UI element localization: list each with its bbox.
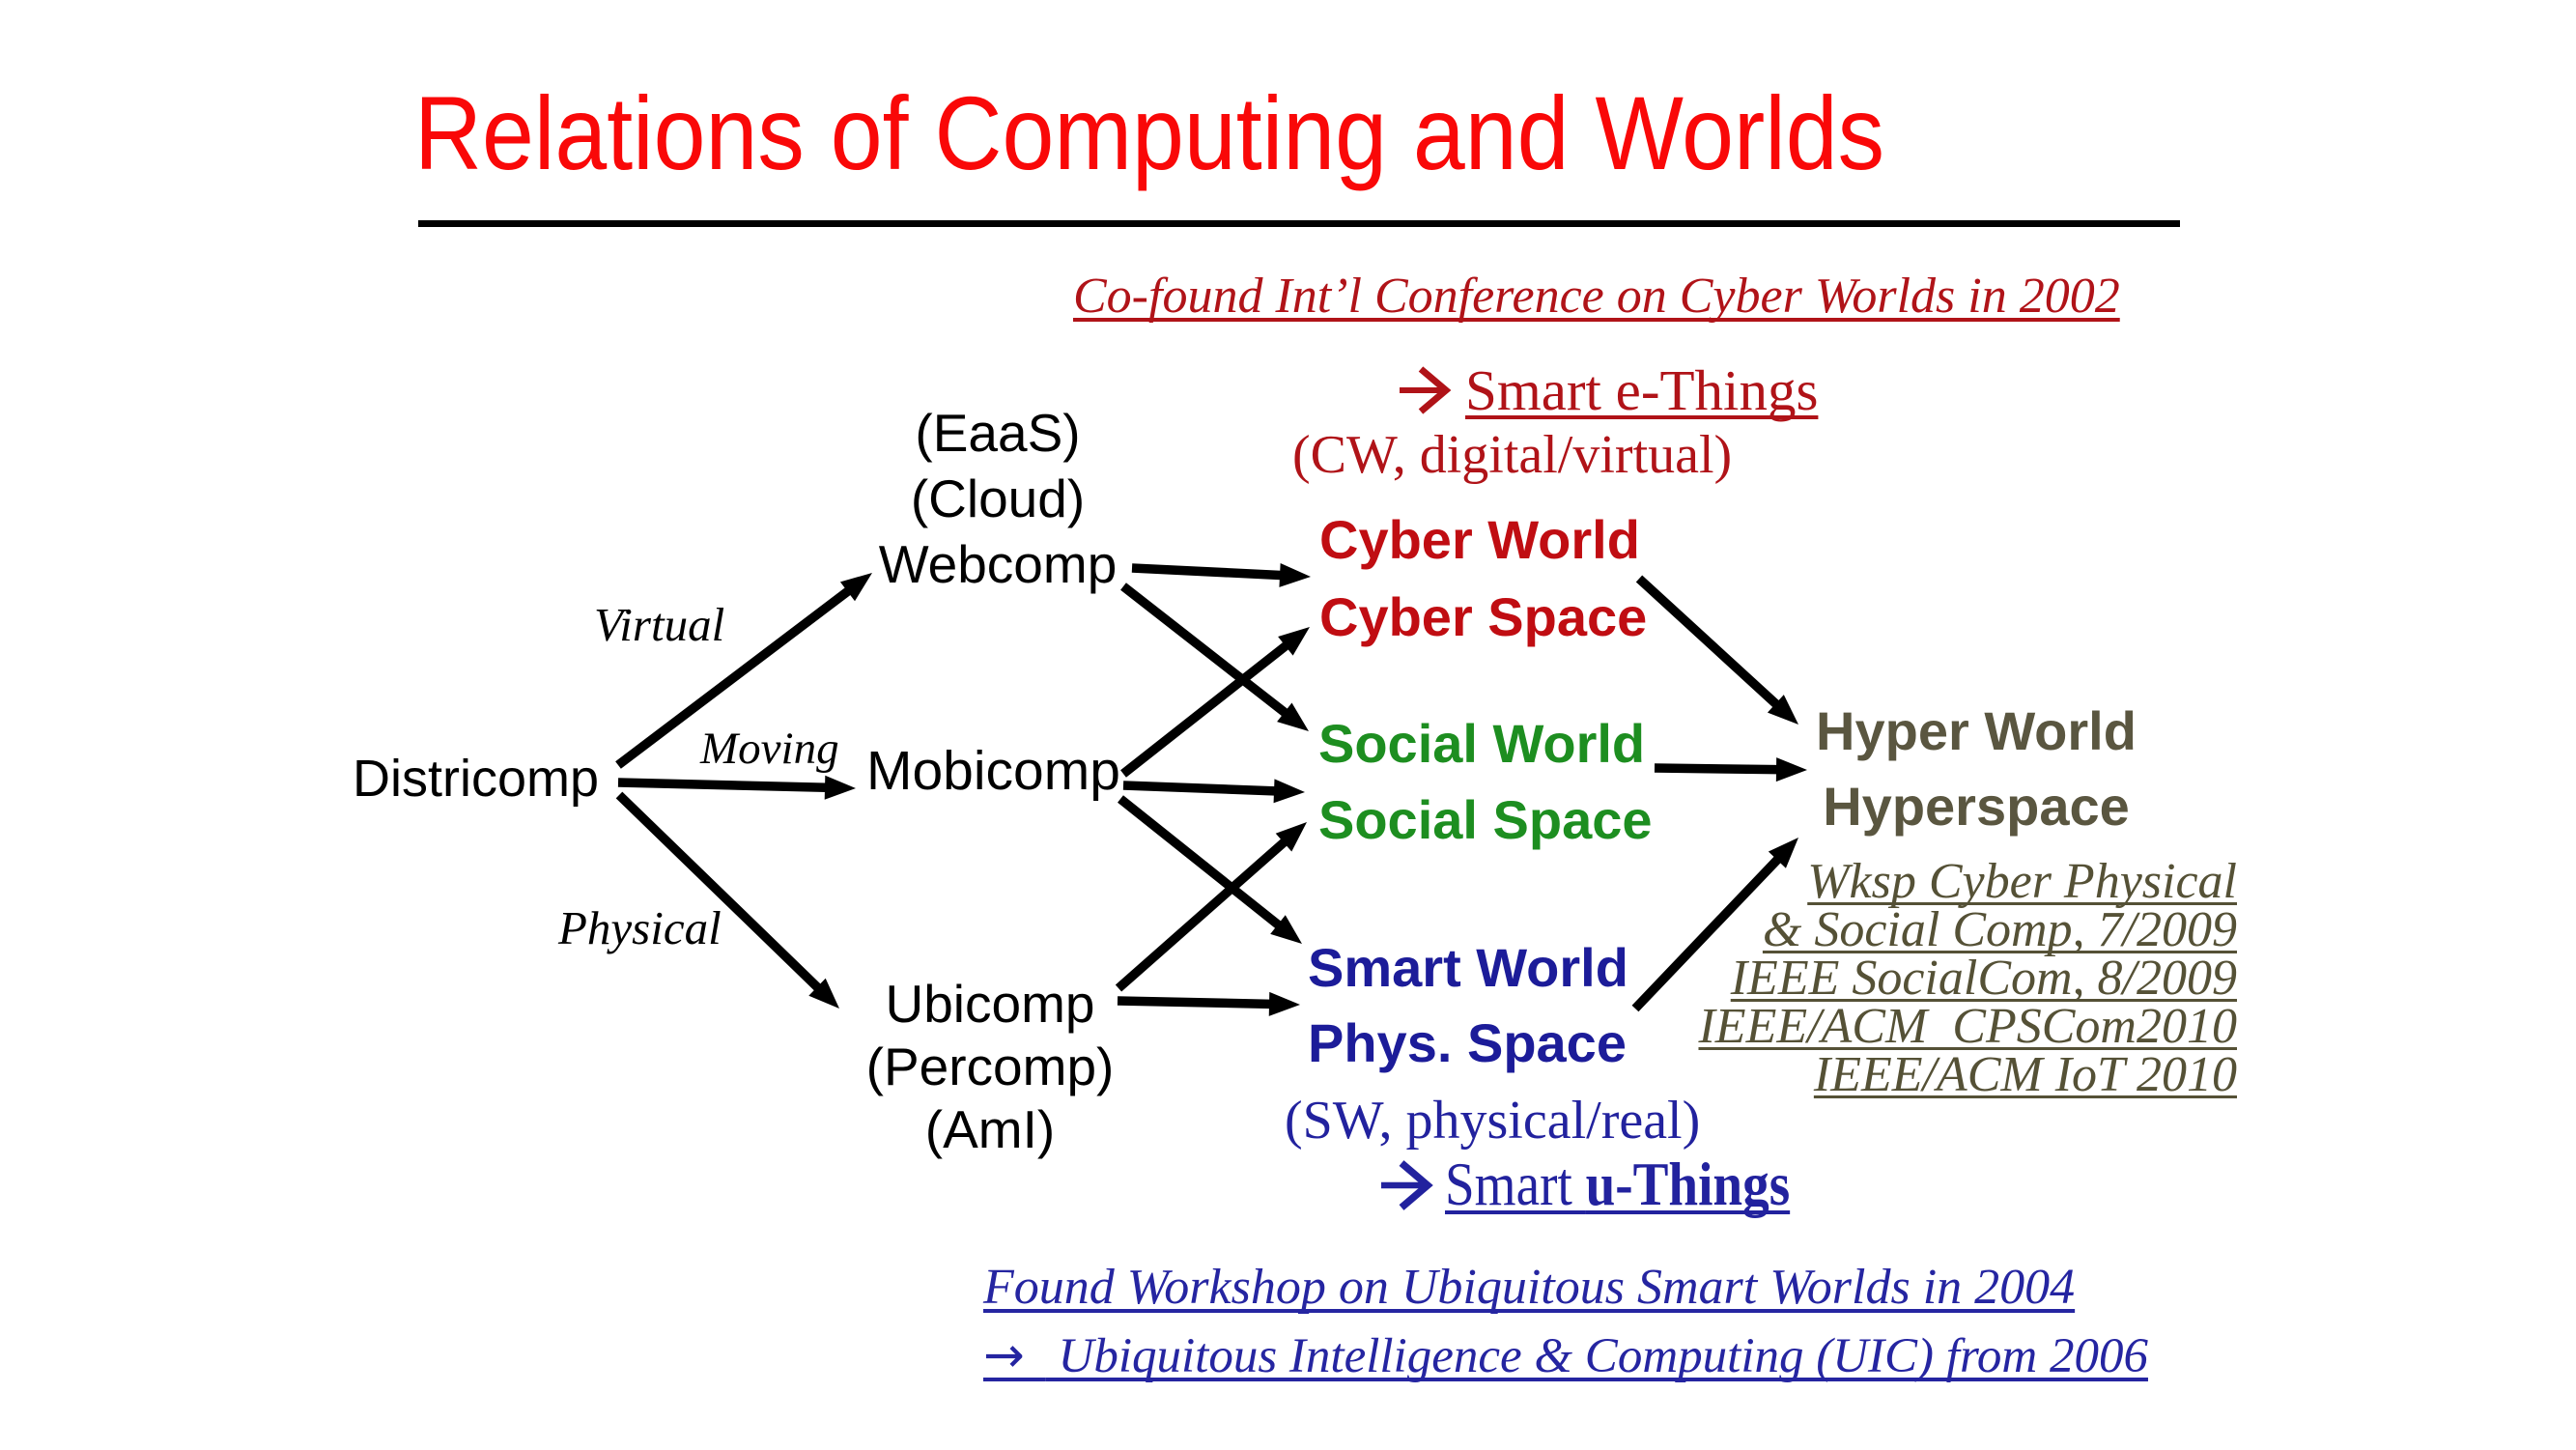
arrow-head-webcomp-to-cyber [1279,562,1311,587]
text-line: Hyper World [1816,700,2137,761]
cw-note: (CW, digital/virtual) [1292,425,1733,485]
sw-note: (SW, physical/real) [1285,1091,1701,1151]
text-line: (Cloud) [910,469,1086,528]
arrow-head-districomp-to-ubicomp [808,978,839,1009]
arrow-shaft-ubicomp-to-social [1115,838,1288,992]
text-line: IEEE/ACM CPSCom2010 [1698,999,2237,1054]
arrow-head-mobicomp-to-cyber [1278,627,1310,656]
slide-title: Relations of Computing and Worlds [414,74,1885,191]
arrow-head-districomp-to-webcomp [839,573,872,602]
node-mobicomp: Mobicomp [866,740,1120,802]
text-line: & Social Comp, 7/2009 [1762,902,2237,957]
text-line: Social Space [1318,789,1653,850]
node-webcomp: (EaaS) (Cloud) Webcomp [853,400,1143,597]
text-line: Phys. Space [1308,1012,1627,1073]
smart-u-things-lead: Smart [1445,1150,1586,1218]
arrow-head-cyber-to-hyper [1767,695,1798,725]
arrow-shaft-districomp-to-webcomp [615,586,852,769]
arrow-head-mobicomp-to-smart [1270,915,1302,944]
arrow-shaft-ubicomp-to-smart [1117,996,1271,1009]
text-line: IEEE/ACM IoT 2010 [1813,1047,2237,1102]
arrow-shaft-districomp-to-ubicomp [615,791,822,991]
arrow-shaft-mobicomp-to-social [1122,781,1276,796]
arrow-shaft-mobicomp-to-smart [1118,795,1282,929]
arrow-head-smart-to-hyper [1768,838,1798,868]
arrow-head-webcomp-to-social [1277,702,1309,731]
edge-label-virtual: Virtual [594,598,725,651]
arrow-head-mobicomp-to-social [1273,779,1305,804]
smart-u-things-label: Smart u-Things [1445,1153,1790,1215]
text-line: Ubicomp [885,974,1095,1034]
text-line: (EaaS) [915,403,1081,463]
arrow-shaft-social-to-hyper [1654,763,1778,775]
smart-u-things-emphasis: u-Things [1585,1150,1791,1218]
uic-arrow-icon: → [983,1327,1046,1384]
arrow-head-social-to-hyper [1775,757,1807,782]
text-line: Wksp Cyber Physical [1807,854,2237,909]
wksp-note: Wksp Cyber Physical& Social Comp, 7/2009… [1561,854,2237,1102]
uic-note: → Ubiquitous Intelligence & Computing (U… [983,1331,2148,1381]
found-note: Found Workshop on Ubiquitous Smart World… [983,1260,2076,1315]
text-line: Cyber World [1319,509,1640,570]
arrow-head-ubicomp-to-smart [1268,991,1300,1016]
text-line: (Percomp) [865,1037,1115,1096]
arrow-shaft-smart-to-hyper [1631,856,1782,1012]
text-line: Social World [1318,713,1646,774]
text-line: (AmI) [924,1099,1056,1159]
arrow-head-districomp-to-mobicomp [824,775,856,800]
smart-e-things-label: Smart e-Things [1465,358,1819,422]
arrow-shaft-mobicomp-to-cyber [1120,641,1289,778]
arrow-head-ubicomp-to-social [1275,822,1307,852]
node-ubicomp: Ubicomp(Percomp)(AmI) [845,973,1135,1161]
text-line: Hyperspace [1823,776,2130,837]
text-line: Cyber Space [1319,586,1648,647]
title-underline [418,220,2180,227]
arrow-shaft-cyber-to-hyper [1635,575,1780,708]
smart-u-things-arrow-icon-head [1399,1160,1433,1210]
edge-label-moving: Moving [700,724,839,774]
arrow-shaft-districomp-to-mobicomp [617,778,827,792]
smart-e-things-arrow-icon-head [1418,366,1452,414]
text-line: Smart World [1308,937,1628,998]
arrow-shaft-webcomp-to-social [1120,583,1288,717]
text-line: Webcomp [878,534,1118,594]
arrow-shaft-webcomp-to-cyber [1131,563,1282,581]
edge-label-physical: Physical [558,901,722,954]
text-line: IEEE SocialCom, 8/2009 [1730,951,2237,1006]
cofound-note: Co-found Int’l Conference on Cyber World… [1073,269,2120,324]
uic-text: Ubiquitous Intelligence & Computing (UIC… [1045,1329,2148,1383]
node-districomp: Districomp [353,750,600,808]
